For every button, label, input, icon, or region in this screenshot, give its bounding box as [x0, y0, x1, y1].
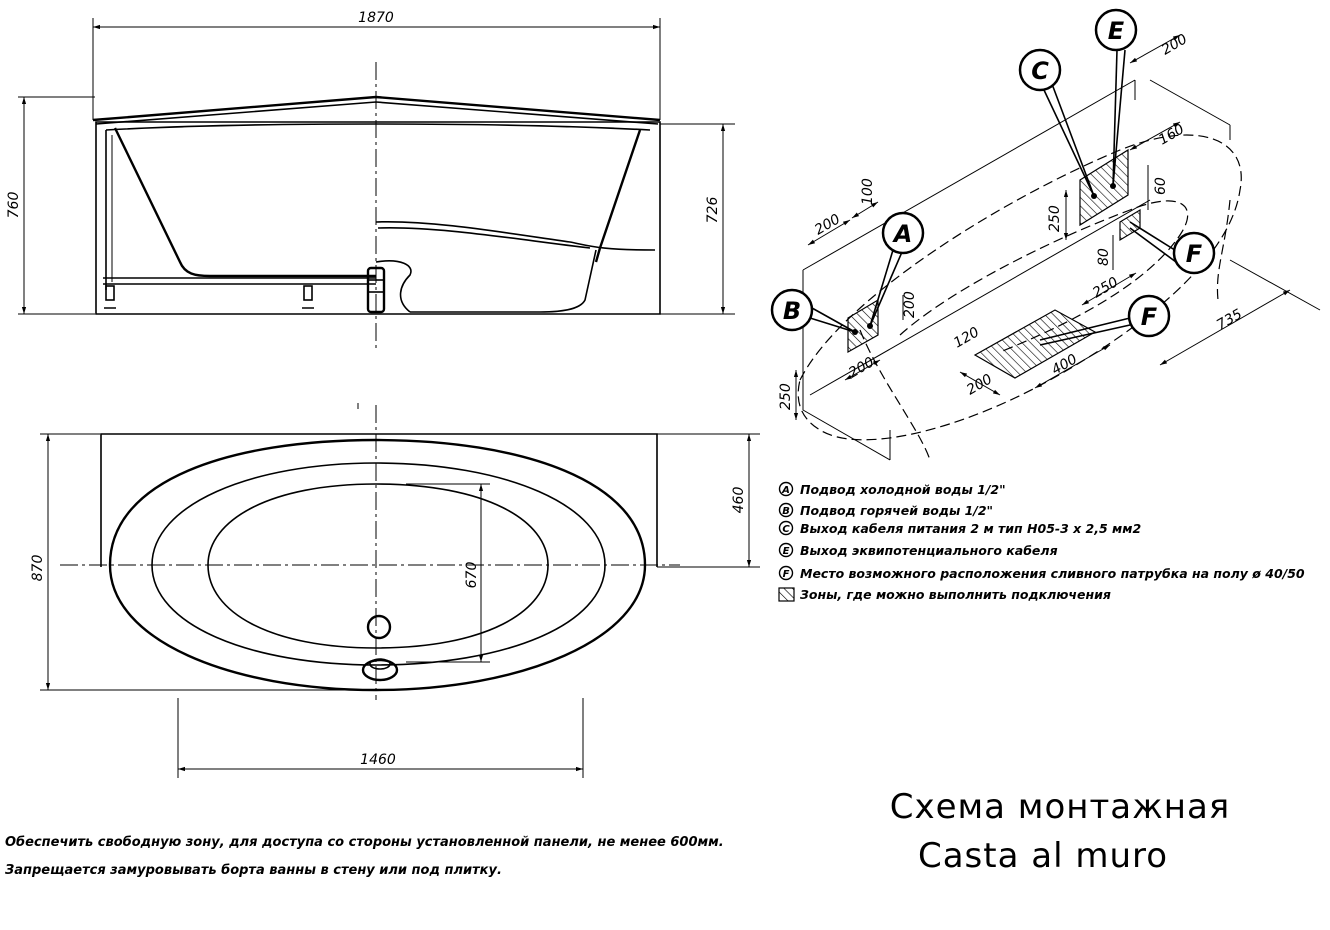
callout-e: E [1094, 8, 1138, 187]
top-view: 870 460 670 1460 [30, 403, 760, 778]
legend-item-c-text: Выход кабеля питания 2 м тип H05-3 х 2,5… [800, 521, 1141, 536]
zone-swatch [778, 587, 795, 602]
iso-dim-200-top: 200 [1159, 31, 1190, 58]
note-line-2: Запрещается замуровывать борта ванны в с… [5, 863, 502, 878]
iso-dim-80: 80 [1096, 248, 1112, 266]
callout-a: A [869, 211, 925, 327]
legend-item-a: A Подвод холодной воды 1/2" [778, 481, 1006, 497]
callout-f-top-label: F [1186, 240, 1203, 268]
iso-dim-100: 100 [860, 178, 876, 205]
iso-dim-735: 735 [1214, 306, 1245, 333]
legend-item-f-key: F [783, 569, 790, 580]
iso-dim-250-left: 250 [778, 383, 794, 410]
callout-b-label: B [783, 297, 801, 325]
title-line-1: Схема монтажная [890, 787, 1231, 827]
legend-zone-text: Зоны, где можно выполнить подключения [800, 587, 1111, 602]
legend-item-b-text: Подвод горячей воды 1/2" [800, 503, 993, 518]
callout-c: C [1018, 48, 1095, 197]
front-view: 1870 760 726 [6, 10, 735, 350]
legend-item-e: E Выход эквипотенциального кабеля [778, 542, 1058, 558]
callout-f-bottom: F [1039, 294, 1171, 346]
zone-f-top-hatch [1119, 208, 1141, 242]
iso-dim-160: 160 [1156, 121, 1187, 148]
callout-f-top: F [1129, 221, 1216, 275]
zone-c-hatch [1079, 148, 1129, 227]
top-depth-dim: 870 [30, 555, 46, 582]
callout-a-label: A [892, 220, 913, 248]
legend-item-a-key: A [781, 485, 790, 496]
legend-item-e-key: E [783, 546, 790, 557]
callout-e-label: E [1108, 17, 1125, 45]
top-bottom-dim: 1460 [360, 752, 396, 768]
callout-c-label: C [1031, 57, 1049, 85]
notes: Обеспечить свободную зону, для доступа с… [5, 835, 724, 878]
callout-f-bottom-label: F [1141, 303, 1158, 331]
legend: A Подвод холодной воды 1/2" B Подвод гор… [778, 481, 1305, 602]
top-inner-dim: 670 [464, 562, 480, 589]
legend-zone: Зоны, где можно выполнить подключения [778, 587, 1111, 602]
iso-dim-200-f: 200 [964, 371, 995, 398]
iso-dim-250-c: 250 [1047, 205, 1063, 232]
legend-item-b: B Подвод горячей воды 1/2" [778, 502, 993, 518]
title-block: Схема монтажная Casta al muro [890, 787, 1231, 876]
front-inner-height-dim: 726 [705, 197, 721, 224]
zone-ab-hatch [847, 298, 879, 354]
iso-dim-250-bottom: 250 [1090, 274, 1121, 301]
legend-item-f-text: Место возможного расположения сливного п… [800, 566, 1305, 581]
legend-item-b-key: B [782, 506, 790, 517]
zone-f-bottom-hatch [973, 309, 1097, 379]
legend-item-c: C Выход кабеля питания 2 м тип H05-3 х 2… [778, 520, 1141, 536]
iso-dim-200-b-side: 200 [902, 291, 918, 318]
front-width-dim: 1870 [358, 10, 394, 26]
iso-view: 200 160 60 250 80 250 735 200 100 200 20… [770, 8, 1321, 461]
note-line-1: Обеспечить свободную зону, для доступа с… [5, 835, 724, 850]
legend-item-c-key: C [782, 524, 790, 535]
iso-dim-120: 120 [951, 324, 982, 351]
iso-dim-60: 60 [1153, 177, 1169, 195]
legend-item-e-text: Выход эквипотенциального кабеля [800, 543, 1058, 558]
callout-b: B [770, 288, 856, 333]
iso-dim-200-left: 200 [812, 211, 843, 238]
title-line-2: Casta al muro [918, 836, 1168, 876]
front-height-dim: 760 [6, 192, 22, 219]
legend-item-a-text: Подвод холодной воды 1/2" [800, 482, 1006, 497]
legend-item-f: F Место возможного расположения сливного… [778, 565, 1305, 581]
top-panel-dim: 460 [731, 487, 747, 514]
